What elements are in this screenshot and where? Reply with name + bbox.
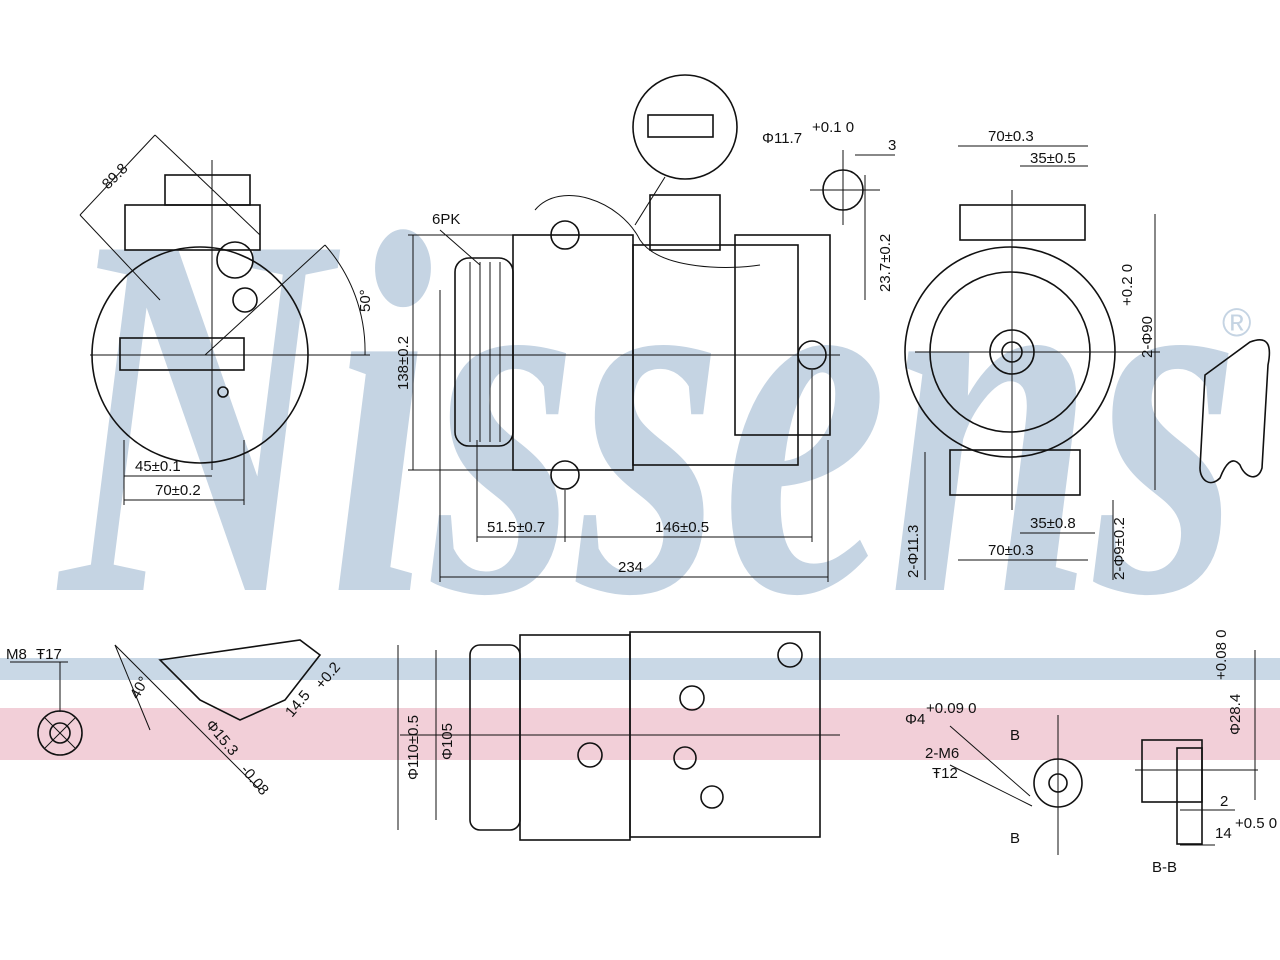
- dim-11-7-tol: +0.1 0: [812, 119, 854, 136]
- section-mark-bottom: B: [1010, 830, 1020, 847]
- dim-89-8-ext-b: [79, 214, 161, 301]
- dim-89-8-ext-a: [154, 134, 261, 236]
- mount-lug-top: [550, 220, 580, 250]
- dim-35-bottom: 35±0.8: [1030, 515, 1076, 532]
- port-top-1: [577, 742, 603, 768]
- mount-bar: [119, 337, 245, 371]
- view-bottom-center: Φ110±0.5 Φ105: [397, 631, 840, 841]
- dim-m8-depth: Ŧ17: [36, 646, 62, 663]
- dim-28-4: Φ28.4: [1227, 694, 1244, 735]
- belt-spec: 6PK: [432, 211, 460, 228]
- bottom-ears: [949, 449, 1081, 496]
- angle-leg: [204, 244, 326, 356]
- dim-phi90: 2-Φ90: [1139, 316, 1156, 358]
- port-top-5: [777, 642, 803, 668]
- port-circle-1: [216, 241, 254, 279]
- dim-m8: M8: [6, 646, 27, 663]
- section-flange: [1176, 747, 1203, 845]
- belt-leader: [439, 229, 481, 266]
- fitting-section: [158, 639, 322, 721]
- dim-11-3: 2-Φ11.3: [905, 525, 922, 578]
- port-top-3: [679, 685, 705, 711]
- dim-m6-depth: Ŧ12: [932, 765, 958, 782]
- dim-234: 234: [618, 559, 643, 576]
- dim-phi4: Φ4: [905, 711, 925, 728]
- port-circle-2: [232, 287, 258, 313]
- dim-phi9: 2-Φ9±0.2: [1111, 517, 1128, 580]
- dim-146: 146±0.5: [655, 519, 709, 536]
- view-right: 70±0.3 35±0.5 2-Φ90 +0.2 0 2-Φ11.3 35±0.…: [904, 128, 1271, 580]
- wire-harness: [534, 195, 761, 268]
- m8-cross-b: [44, 717, 76, 749]
- dim-50-deg: 50°: [357, 289, 374, 312]
- dim-70: 70±0.2: [155, 482, 201, 499]
- bolt-circle: [217, 386, 229, 398]
- m8-hole-inner: [49, 722, 71, 744]
- mount-lug-bottom: [550, 460, 580, 490]
- view-top-left: 89.8 50° 45±0.1 70±0.2: [79, 134, 374, 505]
- leader-m6: [949, 764, 1033, 807]
- dim-105: Φ105: [439, 723, 456, 760]
- dim-89-8-line: [79, 134, 156, 216]
- fitting-axis: [114, 644, 261, 791]
- dim-2: 2: [1220, 793, 1228, 810]
- dim-phi4-tol: +0.09 0: [926, 700, 976, 717]
- view-front: 6PK 138±0.2 51.5±0.7 146±0.5 234: [395, 74, 840, 582]
- band-blue: [0, 658, 1280, 680]
- angle-leg: [114, 644, 151, 731]
- head-top: [164, 174, 251, 206]
- dim-11-7: Φ11.7: [762, 130, 802, 147]
- dim-3: 3: [888, 137, 896, 154]
- top-valve: [649, 194, 721, 251]
- dim-70-bottom: 70±0.3: [988, 542, 1034, 559]
- port-top-2: [673, 746, 697, 770]
- top-ears: [959, 204, 1086, 241]
- dim-138: 138±0.2: [395, 336, 412, 390]
- dim-70-top: 70±0.3: [988, 128, 1034, 145]
- dim-15-3-tol: -0.08: [237, 762, 272, 799]
- dim-23-7: 23.7±0.2: [877, 234, 894, 292]
- connector-detail-plug: [647, 114, 714, 138]
- port-top-4: [700, 785, 724, 809]
- background-layer: Nissens ®: [0, 128, 1280, 760]
- rear-cap: [734, 234, 831, 436]
- dim-14: 14: [1215, 825, 1232, 842]
- view-bottom-right: Φ4 +0.09 0 2-M6 Ŧ12 B B Φ28.4 +0.08 0 2 …: [905, 630, 1277, 876]
- view-pin-detail: Φ11.7 +0.1 0 3 23.7±0.2: [762, 119, 896, 300]
- leader-phi4: [949, 725, 1031, 797]
- connector-detail-circle: [632, 74, 738, 180]
- dim-28-4-tol: +0.08 0: [1213, 630, 1230, 680]
- dim-phi90-tol: +0.2 0: [1119, 264, 1136, 306]
- band-pink: [0, 708, 1280, 760]
- section-mark-top: B: [1010, 727, 1020, 744]
- dim-14-tol: +0.5 0: [1235, 815, 1277, 832]
- angle-arc: [324, 244, 366, 356]
- dim-45: 45±0.1: [135, 458, 181, 475]
- dim-110: Φ110±0.5: [405, 715, 422, 780]
- section-label: B-B: [1152, 859, 1177, 876]
- dim-m6: 2-M6: [925, 745, 959, 762]
- watermark-registered-mark: ®: [1222, 301, 1251, 345]
- connector-leader: [634, 176, 666, 226]
- dim-35-top: 35±0.5: [1030, 150, 1076, 167]
- dim-51-5: 51.5±0.7: [487, 519, 545, 536]
- watermark-brand: Nissens: [54, 128, 1240, 703]
- gasket-outline: [1199, 339, 1271, 484]
